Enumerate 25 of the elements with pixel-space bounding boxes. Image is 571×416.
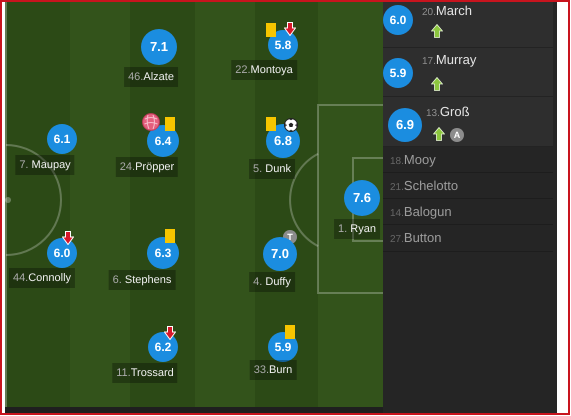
player-name: 27.Button	[390, 230, 442, 247]
player-name-label: 33.Burn	[250, 360, 296, 380]
substitute-row	[383, 97, 553, 147]
player-name-label: 11.Trossard	[112, 363, 178, 383]
player-name: 14.Balogun	[390, 204, 452, 221]
rating-badge: 6.9	[388, 108, 422, 142]
player-name: 18.Mooy	[390, 152, 436, 169]
player-name-label: 1. Ryan	[334, 219, 380, 239]
player-name-label: 22.Montoya	[231, 60, 297, 80]
player-name: 21.Schelotto	[390, 178, 458, 195]
player-name: 13.Groß	[426, 104, 470, 121]
player-name-label: 4. Duffy	[249, 272, 295, 292]
player-name-label: 44.Connolly	[8, 268, 76, 288]
player-name: 20.March	[422, 3, 472, 20]
player-name-label: 7. Maupay	[15, 155, 75, 175]
rating-badge: 5.9	[383, 58, 413, 88]
rating-badge: 6.0	[383, 5, 413, 35]
event-marker: A	[450, 128, 464, 142]
player-name-label: 5. Dunk	[249, 159, 295, 179]
player-name: 17.Murray	[422, 52, 476, 69]
player-name-label: 46.Alzate	[124, 67, 178, 87]
player-name-label: 24.Pröpper	[116, 157, 178, 177]
substitute-row	[383, 48, 553, 97]
substitute-row	[383, 2, 553, 48]
player-name-label: 6. Stephens	[108, 270, 176, 290]
